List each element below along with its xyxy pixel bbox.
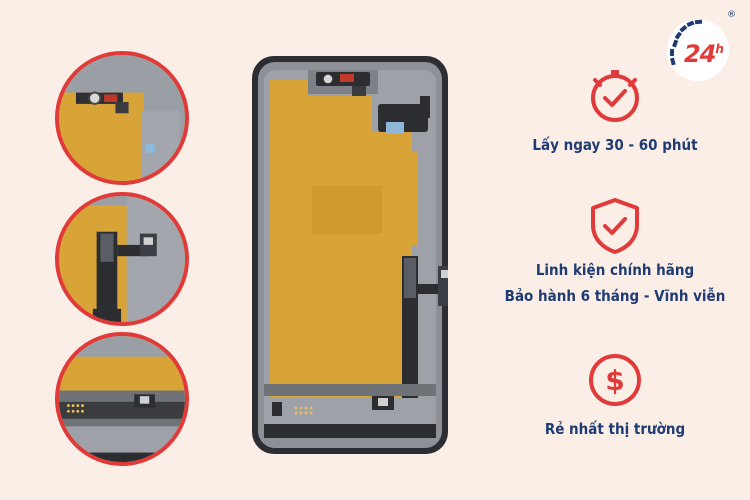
feature-2-line-2: Bảo hành 6 tháng - Vĩnh viễn [504, 287, 726, 305]
feature-cheapest-price: $ Rẻ nhất thị trường [500, 352, 730, 440]
zoom-flex-image [59, 196, 185, 322]
zoom-detail-flex [55, 192, 189, 326]
zoom-bottom-image [59, 336, 185, 462]
svg-text:$: $ [605, 364, 624, 397]
registered-mark: ® [727, 10, 736, 20]
stopwatch-check-icon [591, 70, 639, 122]
shield-check-icon [591, 198, 639, 254]
zoom-detail-top [55, 51, 189, 185]
zoom-top-image [59, 55, 185, 181]
feature-1-line-1: Lấy ngay 30 - 60 phút [532, 136, 698, 154]
logo-text: 24 [684, 40, 716, 68]
speedometer-24h-logo-icon [667, 19, 729, 81]
feature-fast-service: Lấy ngay 30 - 60 phút [500, 68, 730, 156]
feature-2-line-1: Linh kiện chính hãng [535, 261, 695, 279]
brand-logo: 24h ® [664, 10, 736, 84]
phone-screen-image [252, 56, 452, 454]
feature-genuine-parts: Linh kiện chính hãng Bảo hành 6 tháng - … [500, 197, 730, 307]
feature-3-line-1: Rẻ nhất thị trường [544, 420, 686, 438]
logo-sup: h [715, 42, 723, 56]
phone-screen-module [252, 56, 452, 454]
zoom-detail-bottom [55, 332, 189, 466]
dollar-coin-icon: $ [589, 354, 641, 406]
